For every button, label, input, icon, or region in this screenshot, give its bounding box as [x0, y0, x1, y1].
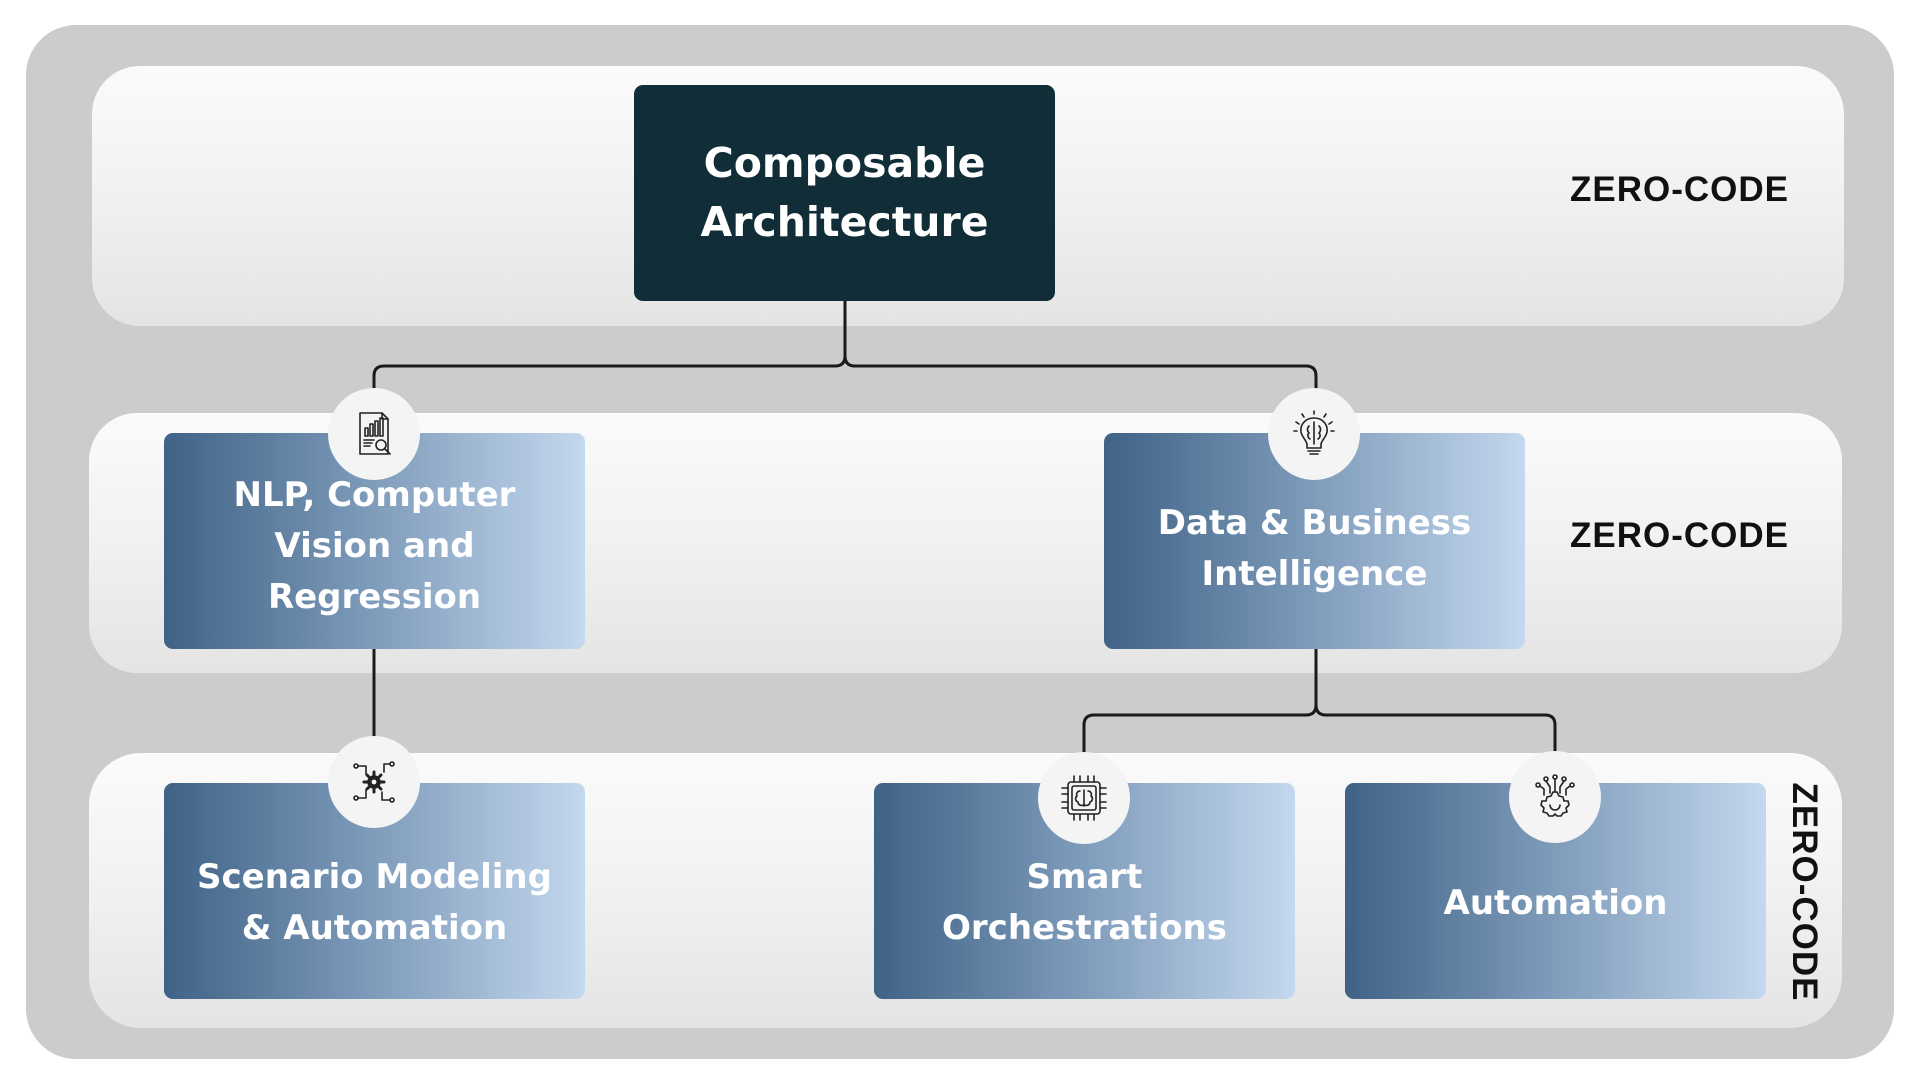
node-label: Scenario Modeling & Automation	[197, 857, 552, 948]
tier-label-middle: ZERO-CODE	[1570, 516, 1789, 555]
node-label: Automation	[1443, 882, 1668, 923]
root-title-line2: Architecture	[700, 198, 989, 246]
tier-label-top: ZERO-CODE	[1570, 170, 1789, 209]
root-title-line1: Composable	[703, 139, 986, 187]
root-node-composable-architecture: Composable Architecture	[634, 85, 1055, 301]
node-label: NLP, Computer Vision and Regression	[233, 474, 516, 617]
gear-circuit-icon	[1509, 751, 1601, 843]
gear-network-icon	[328, 736, 420, 828]
report-analytics-icon	[328, 388, 420, 480]
node-label: Smart Orchestrations	[942, 857, 1227, 948]
lightbulb-brain-icon	[1268, 388, 1360, 480]
connector-root-to-middle	[372, 301, 1318, 392]
node-label: Data & Business Intelligence	[1157, 503, 1472, 594]
brain-chip-icon	[1038, 752, 1130, 844]
connector-dbi-to-bottom	[1082, 649, 1557, 756]
tier-label-bottom: ZERO-CODE	[1785, 782, 1824, 1002]
